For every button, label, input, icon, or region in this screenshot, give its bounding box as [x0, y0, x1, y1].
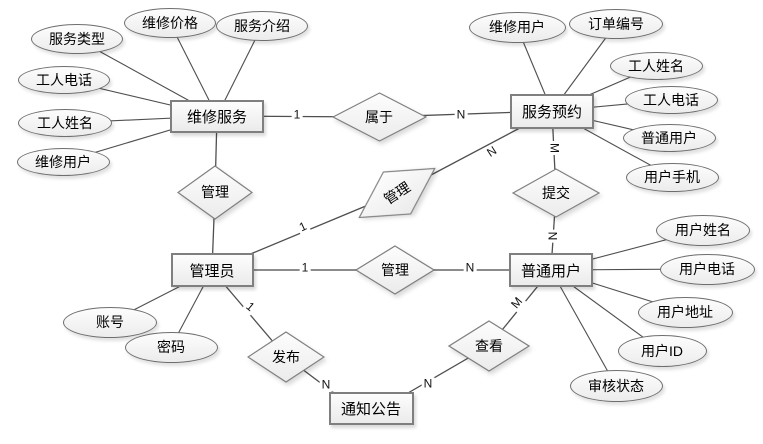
relation-label: 管理	[381, 262, 409, 278]
entity-label: 维修服务	[186, 108, 247, 126]
attribute-worker-phone-left: 工人电话	[18, 66, 110, 94]
attribute-label: 工人电话	[36, 72, 92, 88]
attribute-user-address: 用户地址	[637, 296, 733, 328]
attribute-regular-user-attr: 普通用户	[622, 124, 716, 152]
cardinality-label: M	[547, 141, 562, 155]
attribute-label: 工人姓名	[628, 58, 684, 74]
entity-label: 通知公告	[340, 400, 401, 418]
attribute-label: 工人姓名	[37, 115, 93, 131]
cardinality-label: N	[463, 260, 477, 275]
attribute-repair-price: 维修价格	[124, 8, 216, 38]
diamond-shape	[247, 331, 325, 383]
relation-manage-service: 管理	[177, 164, 253, 220]
entity-service-reservation: 服务预约	[510, 93, 594, 129]
diamond-shape	[358, 167, 436, 219]
attribute-label: 维修价格	[142, 15, 198, 31]
attribute-label: 维修用户	[489, 19, 545, 35]
attribute-label: 账号	[96, 314, 124, 330]
attribute-label: 订单编号	[588, 16, 644, 32]
attribute-label: 工人电话	[643, 92, 699, 108]
diamond-shape	[512, 168, 600, 218]
relation-submit: 提交	[512, 168, 600, 218]
relation-label: 提交	[542, 185, 570, 201]
attribute-label: 用户手机	[644, 169, 700, 185]
entity-label: 普通用户	[520, 262, 581, 280]
diamond-shape	[355, 245, 435, 295]
relation-belongs-to: 属于	[331, 92, 427, 142]
entity-regular-user: 普通用户	[509, 253, 593, 287]
relation-label: 发布	[272, 349, 300, 365]
attribute-label: 服务类型	[49, 31, 105, 47]
diamond-shape	[448, 320, 530, 372]
cardinality-label: N	[319, 377, 333, 392]
cardinality-label: 1	[291, 107, 303, 122]
relation-label: 查看	[475, 338, 503, 354]
attribute-user-mobile: 用户手机	[625, 162, 719, 192]
attribute-label: 用户地址	[657, 304, 713, 320]
attribute-audit-status: 审核状态	[569, 370, 663, 402]
entity-admin: 管理员	[170, 253, 254, 287]
entity-label: 服务预约	[521, 103, 582, 121]
attribute-label: 密码	[157, 339, 185, 355]
attribute-user-id: 用户ID	[617, 335, 707, 367]
attribute-worker-name-right: 工人姓名	[609, 52, 703, 80]
edge-regular-user-audit-status	[550, 269, 617, 387]
cardinality-label: N	[545, 229, 560, 243]
entity-repair-service: 维修服务	[170, 99, 264, 133]
attribute-account: 账号	[63, 306, 157, 338]
attribute-label: 用户ID	[641, 343, 683, 359]
attribute-label: 服务介绍	[234, 18, 290, 34]
cardinality-label: N	[454, 107, 468, 122]
relation-label: 属于	[365, 109, 393, 125]
attribute-label: 用户电话	[679, 261, 735, 277]
attribute-label: 用户姓名	[675, 222, 731, 238]
relation-manage-user: 管理	[355, 245, 435, 295]
attribute-worker-name-left: 工人姓名	[18, 109, 112, 137]
relation-manage-reservation: 管理	[344, 146, 449, 240]
attribute-label: 维修用户	[35, 154, 91, 170]
relation-publish: 发布	[247, 331, 325, 383]
attribute-label: 普通用户	[641, 130, 697, 146]
entity-notice: 通知公告	[328, 391, 414, 425]
attribute-repair-user-left: 维修用户	[16, 148, 110, 176]
relation-view: 查看	[448, 320, 530, 372]
attribute-password: 密码	[124, 331, 218, 363]
attribute-repair-user-right: 维修用户	[468, 11, 566, 43]
attribute-worker-phone-right: 工人电话	[624, 86, 718, 114]
attribute-user-name: 用户姓名	[656, 214, 750, 246]
diamond-shape	[331, 92, 427, 142]
attribute-user-phone: 用户电话	[659, 253, 755, 285]
attribute-service-intro: 服务介绍	[216, 11, 308, 41]
cardinality-label: N	[421, 376, 435, 391]
entity-label: 管理员	[189, 262, 235, 280]
attribute-order-no: 订单编号	[569, 9, 663, 39]
attribute-label: 审核状态	[588, 378, 644, 394]
diamond-shape	[177, 164, 253, 220]
cardinality-label: 1	[299, 260, 311, 275]
relation-label: 管理	[201, 184, 229, 200]
attribute-service-type: 服务类型	[31, 24, 123, 54]
